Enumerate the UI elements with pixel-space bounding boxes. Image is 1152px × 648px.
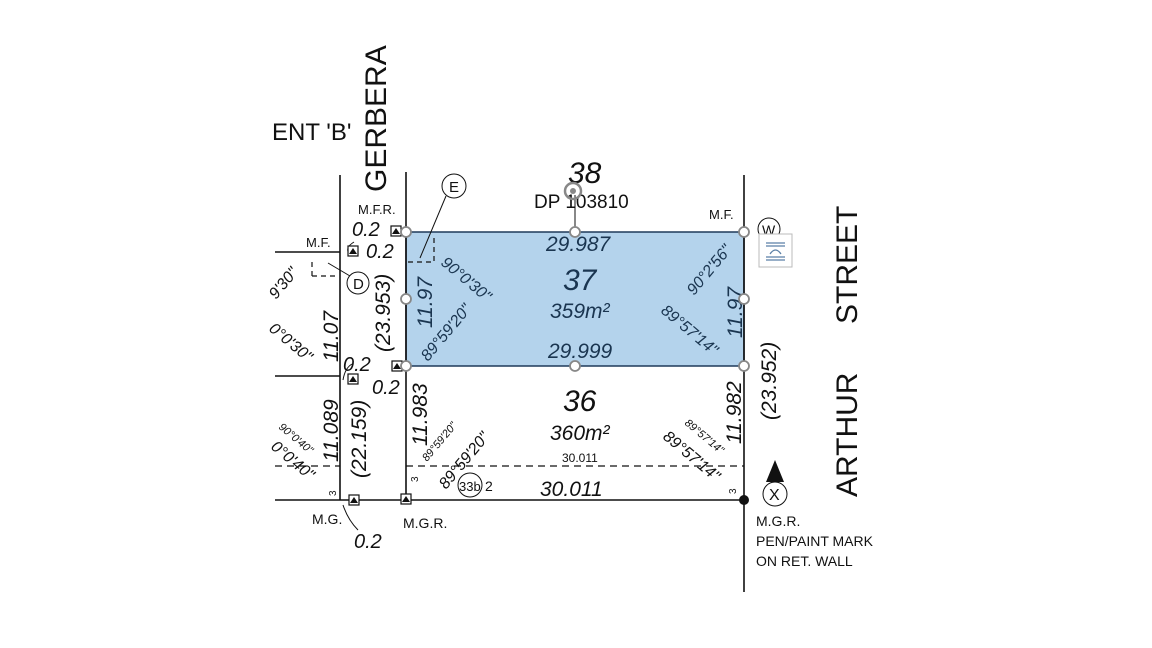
mark-note-1: PEN/PAINT MARK [756,533,874,549]
resize-handle[interactable] [400,360,412,372]
overall-dim-bottom: (22.159) [348,400,371,478]
offset-dim: 0.2 [343,354,371,376]
wrap-text-icon [766,242,785,261]
circle-outline [441,173,467,199]
resize-handle[interactable] [738,293,750,305]
circle-label-33b: 33b [457,472,483,498]
left-angle-1: 9'30" [266,263,303,302]
survey-mark-icon [347,373,359,385]
survey-mark-icon [400,493,412,505]
circle-outline [346,271,370,295]
mark-label-mfr: M.F.R. [358,202,396,217]
layout-options-button[interactable] [758,233,793,268]
north-arrow-icon [766,460,784,482]
street-name-arthur: ARTHUR [831,373,864,497]
offset-dim: 0.2 [354,531,382,553]
offset-dim: 0.2 [352,219,380,241]
circle-label-text: E [449,179,459,196]
survey-mark-dot-icon [739,495,749,505]
circle-outline [457,472,483,498]
resize-handle[interactable] [738,360,750,372]
left-angle-2: 0°0'30" [265,320,316,366]
lot-37-top-dim: 29.987 [545,233,612,256]
lot-d-corner-box [311,260,338,277]
circle-label-d: D [346,271,370,295]
circle-label-e: E [441,173,467,199]
circle-outline [762,481,788,507]
street-name-gerbera: GERBERA [360,45,393,192]
circle-label-x: X [762,481,788,507]
lot-37-bottom-dim: 29.999 [547,340,613,363]
mark-label-mgr-right: M.G.R. [756,513,800,529]
overall-dim-right: (23.952) [758,342,781,420]
lot-36-bottom-dim: 30.011 [540,478,603,501]
lot-36-number: 36 [563,385,597,418]
mark-note-2: ON RET. WALL [756,553,853,569]
resize-handle[interactable] [738,226,750,238]
leader-line [419,195,447,259]
left-seg-dim-1: 11.07 [320,310,343,362]
street-name-partial: ENT 'B' [272,119,351,146]
offset-dim: 0.2 [366,241,394,263]
lot-38-number: 38 [568,157,602,190]
resize-handle[interactable] [400,226,412,238]
mark-label-mg: M.G. [312,511,342,527]
resize-handle[interactable] [569,360,581,372]
street-name-street: STREET [831,206,864,324]
leader-line [327,262,351,277]
lot-part-number: 3 [410,476,421,482]
mark-label-mgr: M.G.R. [403,515,447,531]
resize-handle[interactable] [400,293,412,305]
lot-part-number: 2 [485,478,493,494]
lot-part-number: 3 [728,488,739,494]
lot-36-dashed-dim: 30.011 [562,451,598,465]
survey-mark-icon [347,245,359,257]
leader-line [342,363,353,381]
lot-36-left-dim: 11.983 [409,383,432,446]
circle-label-text: D [353,276,364,293]
lot-37-number: 37 [563,264,598,297]
rotate-handle-icon[interactable] [563,181,583,201]
offset-dim: 0.2 [372,377,400,399]
lot-part-number: 3 [328,490,339,496]
leader-line [342,504,359,531]
lot-36-right-dim: 11.982 [723,381,746,444]
lot-36-area: 360m² [550,422,611,445]
overall-dim-top: (23.953) [372,274,395,352]
lot-38-plan: DP 103810 [534,192,629,213]
mark-label-mf-right: M.F. [709,207,734,222]
lot-37-shape[interactable] [405,231,745,367]
lot-37-left-dim: 11.97 [414,276,437,328]
survey-mark-icon [390,225,402,237]
circle-label-text: 33b [459,479,481,494]
resize-handle[interactable] [569,226,581,238]
circle-label-text: X [769,487,780,504]
left-seg-dim-2: 11.089 [320,399,343,462]
mark-label-mf-left: M.F. [306,235,331,250]
lot-37-area: 359m² [550,300,611,323]
survey-mark-icon [348,494,360,506]
